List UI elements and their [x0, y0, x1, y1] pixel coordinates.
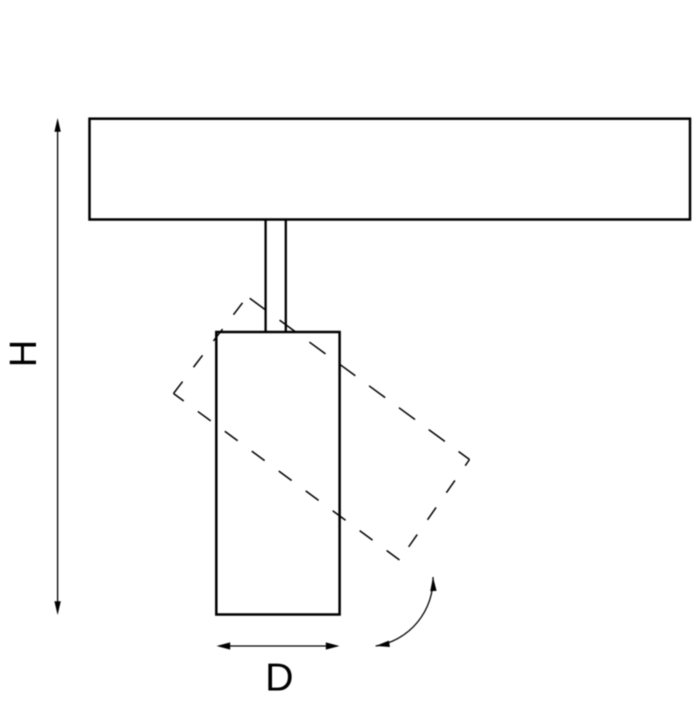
svg-text:H: H: [3, 340, 45, 367]
svg-text:D: D: [265, 655, 293, 699]
